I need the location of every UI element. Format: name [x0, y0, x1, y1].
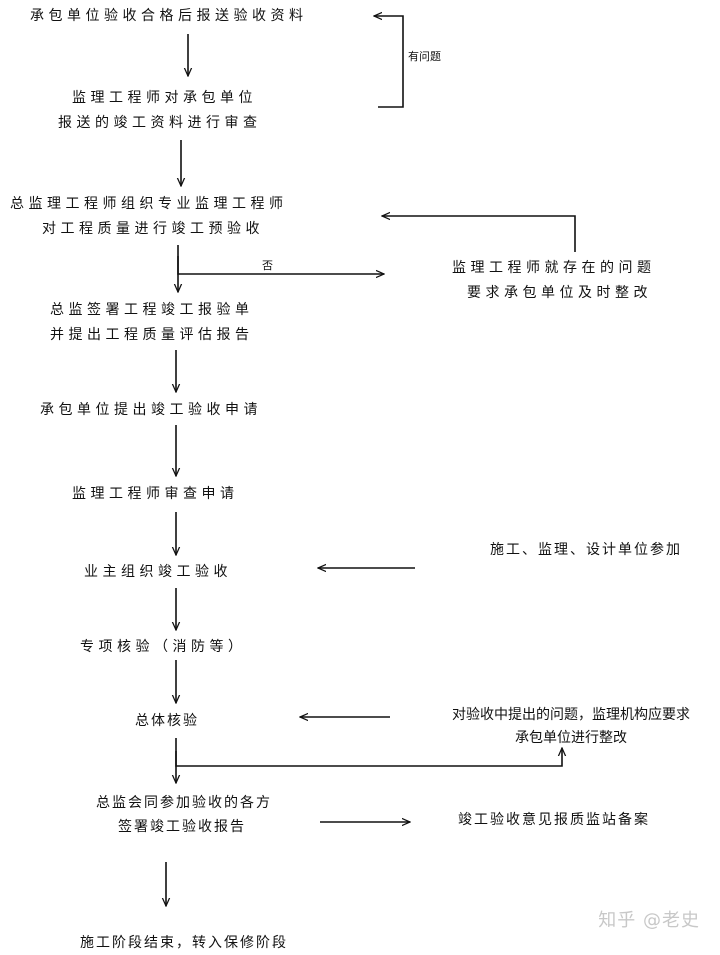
- node-review-line2: 报送的竣工资料进行审查: [58, 115, 262, 131]
- node-special-inspection: 专项核验（消防等）: [80, 639, 247, 655]
- arrow-to-issues: [175, 748, 562, 767]
- node-review-line1: 监理工程师对承包单位: [72, 90, 257, 106]
- node-pre-acceptance-line1: 总监理工程师组织专业监理工程师: [10, 196, 288, 212]
- edge-label-has-problem: 有问题: [408, 50, 441, 63]
- node-sign-report-line2: 并提出工程质量评估报告: [50, 327, 254, 343]
- node-sign-acceptance-line1: 总监会同参加验收的各方: [96, 795, 272, 811]
- arrow-no-branch: [177, 256, 384, 274]
- node-warranty-stage: 施工阶段结束，转入保修阶段: [80, 935, 288, 951]
- node-apply-acceptance: 承包单位提出竣工验收申请: [40, 402, 262, 418]
- side-filing: 竣工验收意见报质监站备案: [458, 812, 650, 828]
- node-sign-report-line1: 总监签署工程竣工报验单: [50, 302, 254, 318]
- side-rectify-line2: 要求承包单位及时整改: [467, 285, 652, 301]
- watermark: 知乎 @老史: [598, 910, 700, 931]
- node-submit-materials: 承包单位验收合格后报送验收资料: [30, 8, 308, 24]
- edge-label-no: 否: [262, 259, 273, 272]
- node-sign-acceptance-line2: 签署竣工验收报告: [118, 819, 246, 835]
- arrow-problem-feedback: [374, 16, 404, 108]
- node-owner-acceptance: 业主组织竣工验收: [84, 564, 232, 580]
- arrow-rectify-return: [382, 216, 576, 252]
- node-review-application: 监理工程师审查申请: [72, 486, 239, 502]
- node-pre-acceptance-line2: 对工程质量进行竣工预验收: [42, 221, 264, 237]
- side-rectify-line1: 监理工程师就存在的问题: [452, 260, 656, 276]
- node-overall-inspection: 总体核验: [135, 713, 199, 729]
- side-issues-line2: 承包单位进行整改: [515, 730, 627, 746]
- side-participants: 施工、监理、设计单位参加: [490, 542, 682, 558]
- side-issues-line1: 对验收中提出的问题，监理机构应要求: [452, 707, 690, 723]
